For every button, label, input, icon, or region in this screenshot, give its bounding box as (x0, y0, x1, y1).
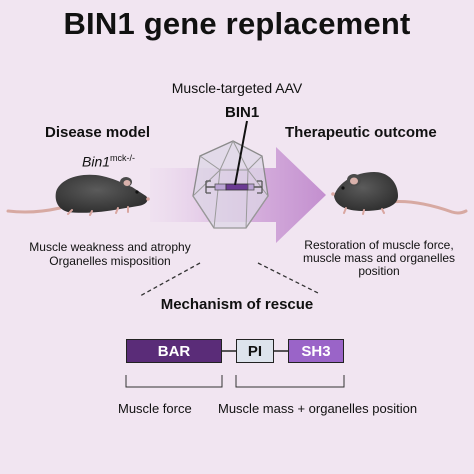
caption-line: position (358, 264, 400, 278)
outcome-caption: Restoration of muscle force, muscle mass… (292, 239, 466, 278)
bin1-cassette-icon (205, 180, 263, 194)
mechanism-heading: Mechanism of rescue (160, 296, 314, 313)
bracket-mass (235, 375, 345, 388)
bin1-pointer-line (234, 120, 248, 186)
caption-line: Restoration of muscle force, (304, 238, 454, 252)
disease-caption: Muscle weakness and atrophy Organelles m… (10, 240, 210, 268)
effect-label-force: Muscle force (118, 401, 192, 416)
dashed-connector-right (257, 262, 321, 295)
sh3-domain: SH3 (288, 339, 344, 363)
vector-label: Muscle-targeted AAV (171, 80, 303, 96)
bracket-force (125, 375, 223, 388)
transgene-label: BIN1 (225, 104, 260, 121)
dashed-connector-left (139, 262, 201, 297)
caption-line: Organelles misposition (49, 254, 171, 268)
disease-heading: Disease model (45, 124, 151, 141)
outcome-heading: Therapeutic outcome (285, 124, 437, 141)
genotype-base: Bin1 (82, 153, 111, 170)
mouse-rescued-icon (331, 172, 468, 215)
figure-title: BIN1 gene replacement (63, 6, 411, 41)
caption-line: Muscle weakness and atrophy (29, 240, 191, 254)
bar-domain: BAR (126, 339, 222, 363)
genotype-label: Bin1mck-/- (82, 153, 135, 170)
caption-line: muscle mass and organelles (302, 251, 456, 265)
genotype-superscript: mck-/- (110, 153, 136, 163)
pi-domain: PI (236, 339, 274, 363)
mouse-disease-icon (6, 174, 150, 216)
effect-label-mass: Muscle mass + organelles position (218, 401, 418, 416)
